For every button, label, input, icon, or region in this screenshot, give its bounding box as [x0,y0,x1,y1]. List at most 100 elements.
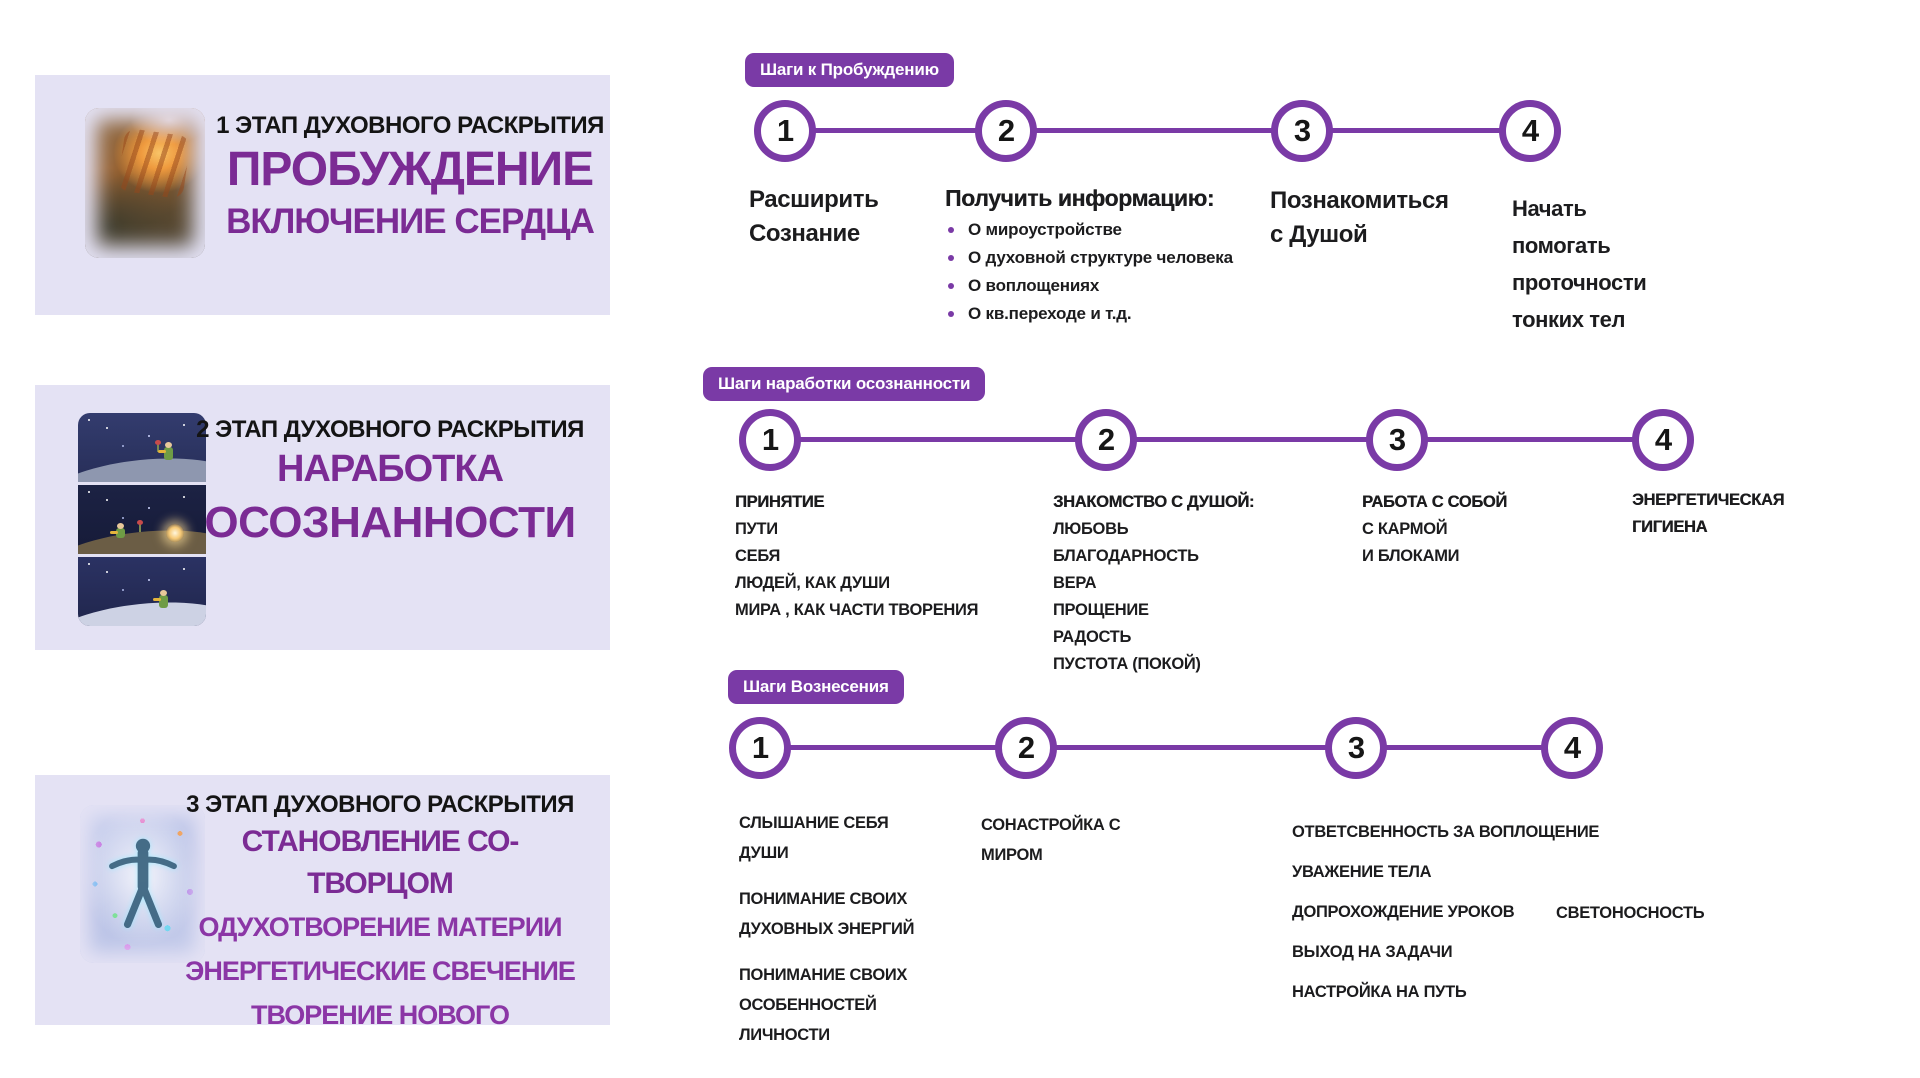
timeline-3-badge: Шаги Вознесения [728,670,904,704]
step-number: 1 [761,422,779,457]
step-number: 3 [1293,113,1311,148]
flower-art [154,440,161,452]
stage-2-kicker: 2 ЭТАП ДУХОВНОГО РАСКРЫТИЯ [196,416,584,443]
stage-2-card: 2 ЭТАП ДУХОВНОГО РАСКРЫТИЯ НАРАБОТКА ОСО… [35,385,610,650]
stage-3-card: 3 ЭТАП ДУХОВНОГО РАСКРЫТИЯ СТАНОВЛЕНИЕ С… [35,775,610,1030]
timeline-3-step-4-circle: 4 [1541,717,1603,779]
step-number: 2 [997,113,1015,148]
stage-2-title-line-1: НАРАБОТКА [276,448,504,490]
bullet-dot-icon [948,283,954,289]
step-lines: ПУТИ СЕБЯ ЛЮДЕЙ, КАК ДУШИ МИРА , КАК ЧАС… [735,520,979,619]
step-title: ЗНАКОМСТВО С ДУШОЙ: [1053,493,1255,511]
step-title: РАБОТА С СОБОЙ [1362,493,1507,511]
timeline-2-step-3-label: РАБОТА С СОБОЙ С КАРМОЙ И БЛОКАМИ [1362,489,1507,570]
timeline-3-step-1-circle: 1 [729,717,791,779]
step-text: Начать помогать проточности тонких тел [1512,196,1647,332]
timeline-1-step-4-label: Начать помогать проточности тонких тел [1512,190,1647,338]
timeline-2-step-1-label: ПРИНЯТИЕ ПУТИ СЕБЯ ЛЮДЕЙ, КАК ДУШИ МИРА … [735,489,978,624]
stage-3-title: СТАНОВЛЕНИЕ СО-ТВОРЦОМ [241,825,520,900]
stage-3-subtitle-lines: ОДУХОТВОРЕНИЕ МАТЕРИИ ЭНЕРГЕТИЧЕСКИЕ СВЕ… [185,912,576,1030]
step-number: 4 [1654,422,1672,457]
step-number: 3 [1388,422,1406,457]
bullet-dot-icon [948,227,954,233]
glow-fingers-art [116,127,192,200]
step-paragraph: СВЕТОНОСНОСТЬ [1556,904,1705,922]
stage-2-title-line-2: ОСОЗНАННОСТИ [204,498,576,547]
step-paragraph: ДОПРОХОЖДЕНИЕ УРОКОВ [1292,903,1515,921]
timeline-1-badge: Шаги к Пробуждению [745,53,954,87]
step-text: Познакомиться с Душой [1270,187,1449,248]
timeline-1-step-4-circle: 4 [1499,100,1561,162]
bullet-item: О духовной структуре человека [945,244,1233,272]
step-number: 2 [1097,422,1115,457]
timeline-3-step-3-circle: 3 [1325,717,1387,779]
flower-art [137,520,144,532]
timeline-1-step-2-label: Получить информацию: О мироустройстве О … [945,184,1233,328]
step-lines: С КАРМОЙ И БЛОКАМИ [1362,520,1460,565]
timeline-3-step-4-label: СВЕТОНОСНОСТЬ [1556,898,1705,944]
step-bullet-list: О мироустройстве О духовной структуре че… [945,216,1233,328]
bullet-text: О воплощениях [968,276,1100,295]
timeline-3-step-2-circle: 2 [995,717,1057,779]
timeline-1-step-1-circle: 1 [754,100,816,162]
timeline-2-step-1-circle: 1 [739,409,801,471]
step-paragraph: НАСТРОЙКА НА ПУТЬ [1292,983,1467,1001]
bullet-text: О мироустройстве [968,220,1122,239]
stage-1-card: 1 ЭТАП ДУХОВНОГО РАСКРЫТИЯ ПРОБУЖДЕНИЕ В… [35,75,610,315]
bullet-text: О кв.переходе и т.д. [968,304,1132,323]
timeline-3-step-3-label: ОТВЕТСВЕННОСТЬ ЗА ВОПЛОЩЕНИЕ УВАЖЕНИЕ ТЕ… [1292,818,1599,1018]
stage-1-kicker: 1 ЭТАП ДУХОВНОГО РАСКРЫТИЯ [216,112,604,139]
little-prince-panel-3 [78,557,206,626]
glowing-orb-art [166,524,185,542]
stage-3-kicker: 3 ЭТАП ДУХОВНОГО РАСКРЫТИЯ [186,791,574,818]
step-number: 1 [751,730,769,765]
human-silhouette-icon [108,838,177,929]
step-number: 2 [1017,730,1035,765]
timeline-2-step-3-circle: 3 [1366,409,1428,471]
timeline-1-step-2-circle: 2 [975,100,1037,162]
stage-3-image-energy-human [80,805,205,963]
step-number: 4 [1563,730,1581,765]
prince-figure-art [152,590,168,608]
timeline-2-step-2-label: ЗНАКОМСТВО С ДУШОЙ: ЛЮБОВЬ БЛАГОДАРНОСТЬ… [1053,489,1254,678]
bullet-dot-icon [948,255,954,261]
timeline-1-step-3-label: Познакомиться с Душой [1270,184,1449,252]
step-paragraph: ПОНИМАНИЕ СВОИХ ДУХОВНЫХ ЭНЕРГИЙ [739,890,915,938]
step-title: ПРИНЯТИЕ [735,493,825,511]
timeline-2-step-4-label: ЭНЕРГЕТИЧЕСКАЯ ГИГИЕНА [1632,487,1784,541]
step-lines: ЛЮБОВЬ БЛАГОДАРНОСТЬ ВЕРА ПРОЩЕНИЕ РАДОС… [1053,520,1201,673]
planet-art [78,450,206,482]
stage-1-title: ПРОБУЖДЕНИЕ [226,143,594,196]
step-number: 1 [776,113,794,148]
timeline-2-step-2-circle: 2 [1075,409,1137,471]
timeline-3-step-1-label: СЛЫШАНИЕ СЕБЯ ДУШИ ПОНИМАНИЕ СВОИХ ДУХОВ… [739,808,914,1066]
timeline-2-step-4-circle: 4 [1632,409,1694,471]
stage-1-subtitle: ВКЛЮЧЕНИЕ СЕРДЦА [226,202,595,241]
prince-figure-art [110,523,126,538]
timeline-1-connector [785,128,1530,133]
step-text: Расширить Сознание [749,186,879,247]
step-number: 4 [1521,113,1539,148]
step-paragraph: УВАЖЕНИЕ ТЕЛА [1292,863,1432,881]
step-title: ЭНЕРГЕТИЧЕСКАЯ ГИГИЕНА [1632,491,1785,536]
stars-art [88,563,90,565]
step-paragraph: СОНАСТРОЙКА С МИРОМ [981,816,1121,864]
stage-2-image-little-prince [78,413,206,626]
step-paragraph: ОТВЕТСВЕННОСТЬ ЗА ВОПЛОЩЕНИЕ [1292,823,1600,841]
timeline-2-badge: Шаги наработки осознанности [703,367,986,401]
bullet-text: О духовной структуре человека [968,248,1233,267]
timeline-1-step-1-label: Расширить Сознание [749,183,879,251]
step-paragraph: ВЫХОД НА ЗАДАЧИ [1292,943,1453,961]
timeline-2-connector [770,437,1663,442]
planet-art [78,522,206,554]
step-paragraph: СЛЫШАНИЕ СЕБЯ ДУШИ [739,814,889,862]
stage-1-image-hands-glow [85,108,205,258]
stars-art [88,419,90,421]
timeline-3-step-2-label: СОНАСТРОЙКА С МИРОМ [981,810,1121,886]
step-title: Получить информацию: [945,185,1215,211]
step-number: 3 [1347,730,1365,765]
timeline-3-connector [760,745,1572,750]
bullet-item: О кв.переходе и т.д. [945,300,1233,328]
step-paragraph: ПОНИМАНИЕ СВОИХ ОСОБЕННОСТЕЙ ЛИЧНОСТИ [739,966,908,1044]
